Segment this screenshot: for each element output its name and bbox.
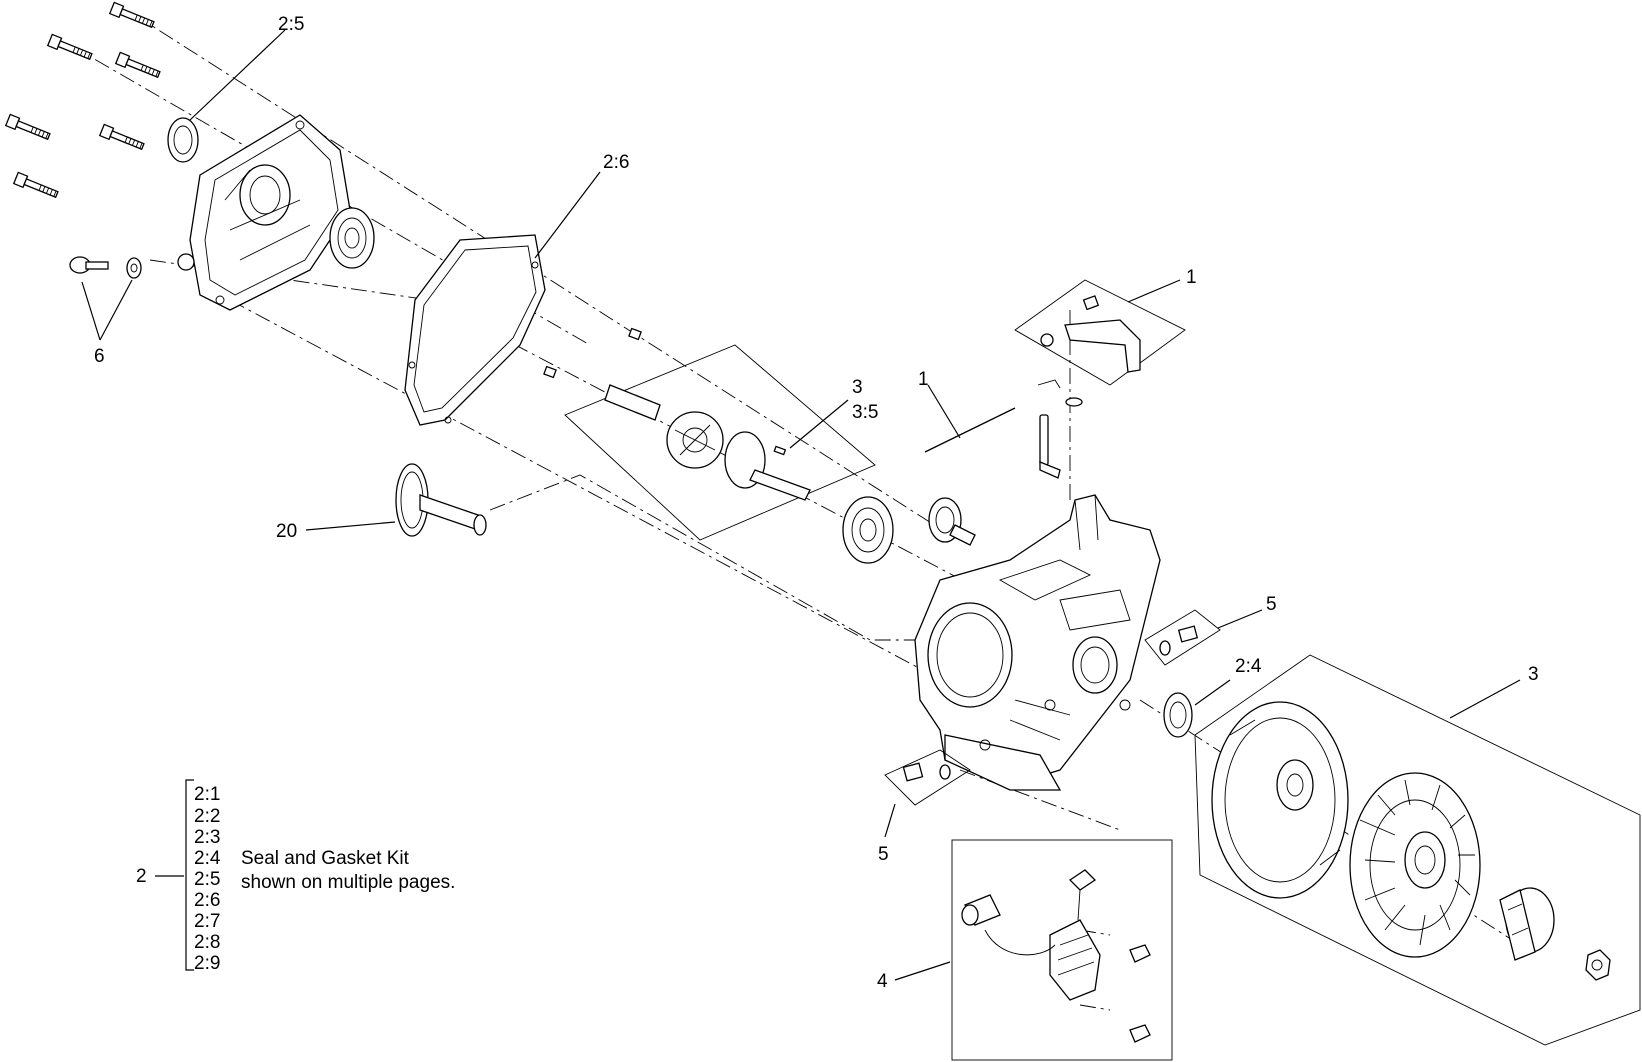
legend-item-2-2: 2:2 xyxy=(194,806,220,827)
cover-bolt xyxy=(108,1,155,29)
governor-arm xyxy=(1040,295,1141,373)
cooling-fan xyxy=(1349,772,1481,958)
ignition-coil xyxy=(984,869,1101,1001)
cover-bolt xyxy=(114,51,161,79)
callout-3-5: 3:5 xyxy=(852,402,878,423)
legend-item-2-1: 2:1 xyxy=(194,784,220,805)
spark-plug-cap xyxy=(961,894,1001,926)
flywheel-nut xyxy=(1585,949,1611,981)
governor-clip xyxy=(1037,379,1061,389)
legend-parent-number: 2 xyxy=(136,866,147,887)
legend-item-2-5: 2:5 xyxy=(194,869,220,890)
callout-3-crankshaft: 3 xyxy=(852,377,863,398)
legend-item-2-3: 2:3 xyxy=(194,827,220,848)
callout-leaders xyxy=(81,29,1521,981)
cover-bolt xyxy=(12,171,59,199)
drain-plug-lower-box xyxy=(884,749,971,806)
legend-description-line1: Seal and Gasket Kit xyxy=(241,848,410,869)
governor-gear xyxy=(928,497,976,546)
cover-bolt xyxy=(98,123,145,151)
cover-bolt-group xyxy=(4,1,161,199)
cover-bearing xyxy=(329,207,375,269)
legend-item-2-9: 2:9 xyxy=(194,953,220,974)
dowel-pin xyxy=(628,327,642,341)
dipstick-washer xyxy=(126,257,142,279)
crankcase-gasket xyxy=(404,234,546,426)
callout-labels: 2:5 2:6 1 1 6 3 3:5 20 5 2:4 3 5 4 xyxy=(94,14,1539,992)
crankshaft-box xyxy=(564,344,876,541)
legend-description-line2: shown on multiple pages. xyxy=(241,872,455,893)
cover-bolt xyxy=(4,113,51,141)
governor-rod xyxy=(924,407,1016,453)
ignition-bolt xyxy=(1129,1024,1151,1043)
ignition-box xyxy=(951,839,1173,1061)
callout-2-4: 2:4 xyxy=(1235,656,1262,677)
starter-cup xyxy=(1499,887,1555,961)
governor-arm-box xyxy=(1014,279,1186,386)
callout-20: 20 xyxy=(276,521,297,542)
cover-bolt xyxy=(46,33,93,61)
callout-5-lower: 5 xyxy=(878,844,889,865)
oil-seal-flywheel xyxy=(1163,692,1193,738)
ignition-bolt xyxy=(1129,944,1151,963)
crankshaft-key xyxy=(773,445,787,456)
governor-shaft xyxy=(1039,397,1083,479)
crankcase xyxy=(914,494,1161,791)
legend-item-2-6: 2:6 xyxy=(194,890,220,911)
callout-3-flywheel: 3 xyxy=(1528,664,1539,685)
callout-1-governor-rod: 1 xyxy=(918,369,929,390)
oil-dipstick xyxy=(69,256,109,274)
crankshaft xyxy=(604,384,811,501)
callout-1-governor-arm: 1 xyxy=(1186,267,1197,288)
flywheel-box xyxy=(1194,654,1641,1046)
callout-2-6: 2:6 xyxy=(603,152,629,173)
drain-plug-upper-box xyxy=(1144,609,1221,666)
drain-plug-upper xyxy=(1159,625,1199,656)
callout-4: 4 xyxy=(877,971,888,992)
legend-item-2-4: 2:4 xyxy=(194,848,221,869)
main-bearing xyxy=(842,496,894,564)
oil-seal-cover xyxy=(167,117,199,163)
camshaft xyxy=(395,463,487,537)
callout-6: 6 xyxy=(94,346,105,367)
legend-item-2-7: 2:7 xyxy=(194,911,220,932)
legend-item-2-8: 2:8 xyxy=(194,932,220,953)
kit-legend: 2 2:1 2:2 2:3 2:4 2:5 2:6 2:7 2:8 2:9 Se… xyxy=(136,779,455,974)
dowel-pin xyxy=(543,365,557,379)
flywheel xyxy=(1211,701,1349,899)
crankcase-cover xyxy=(177,114,351,311)
callout-2-5: 2:5 xyxy=(278,14,304,35)
drain-plug-lower xyxy=(902,762,951,782)
callout-5-upper: 5 xyxy=(1266,594,1277,615)
